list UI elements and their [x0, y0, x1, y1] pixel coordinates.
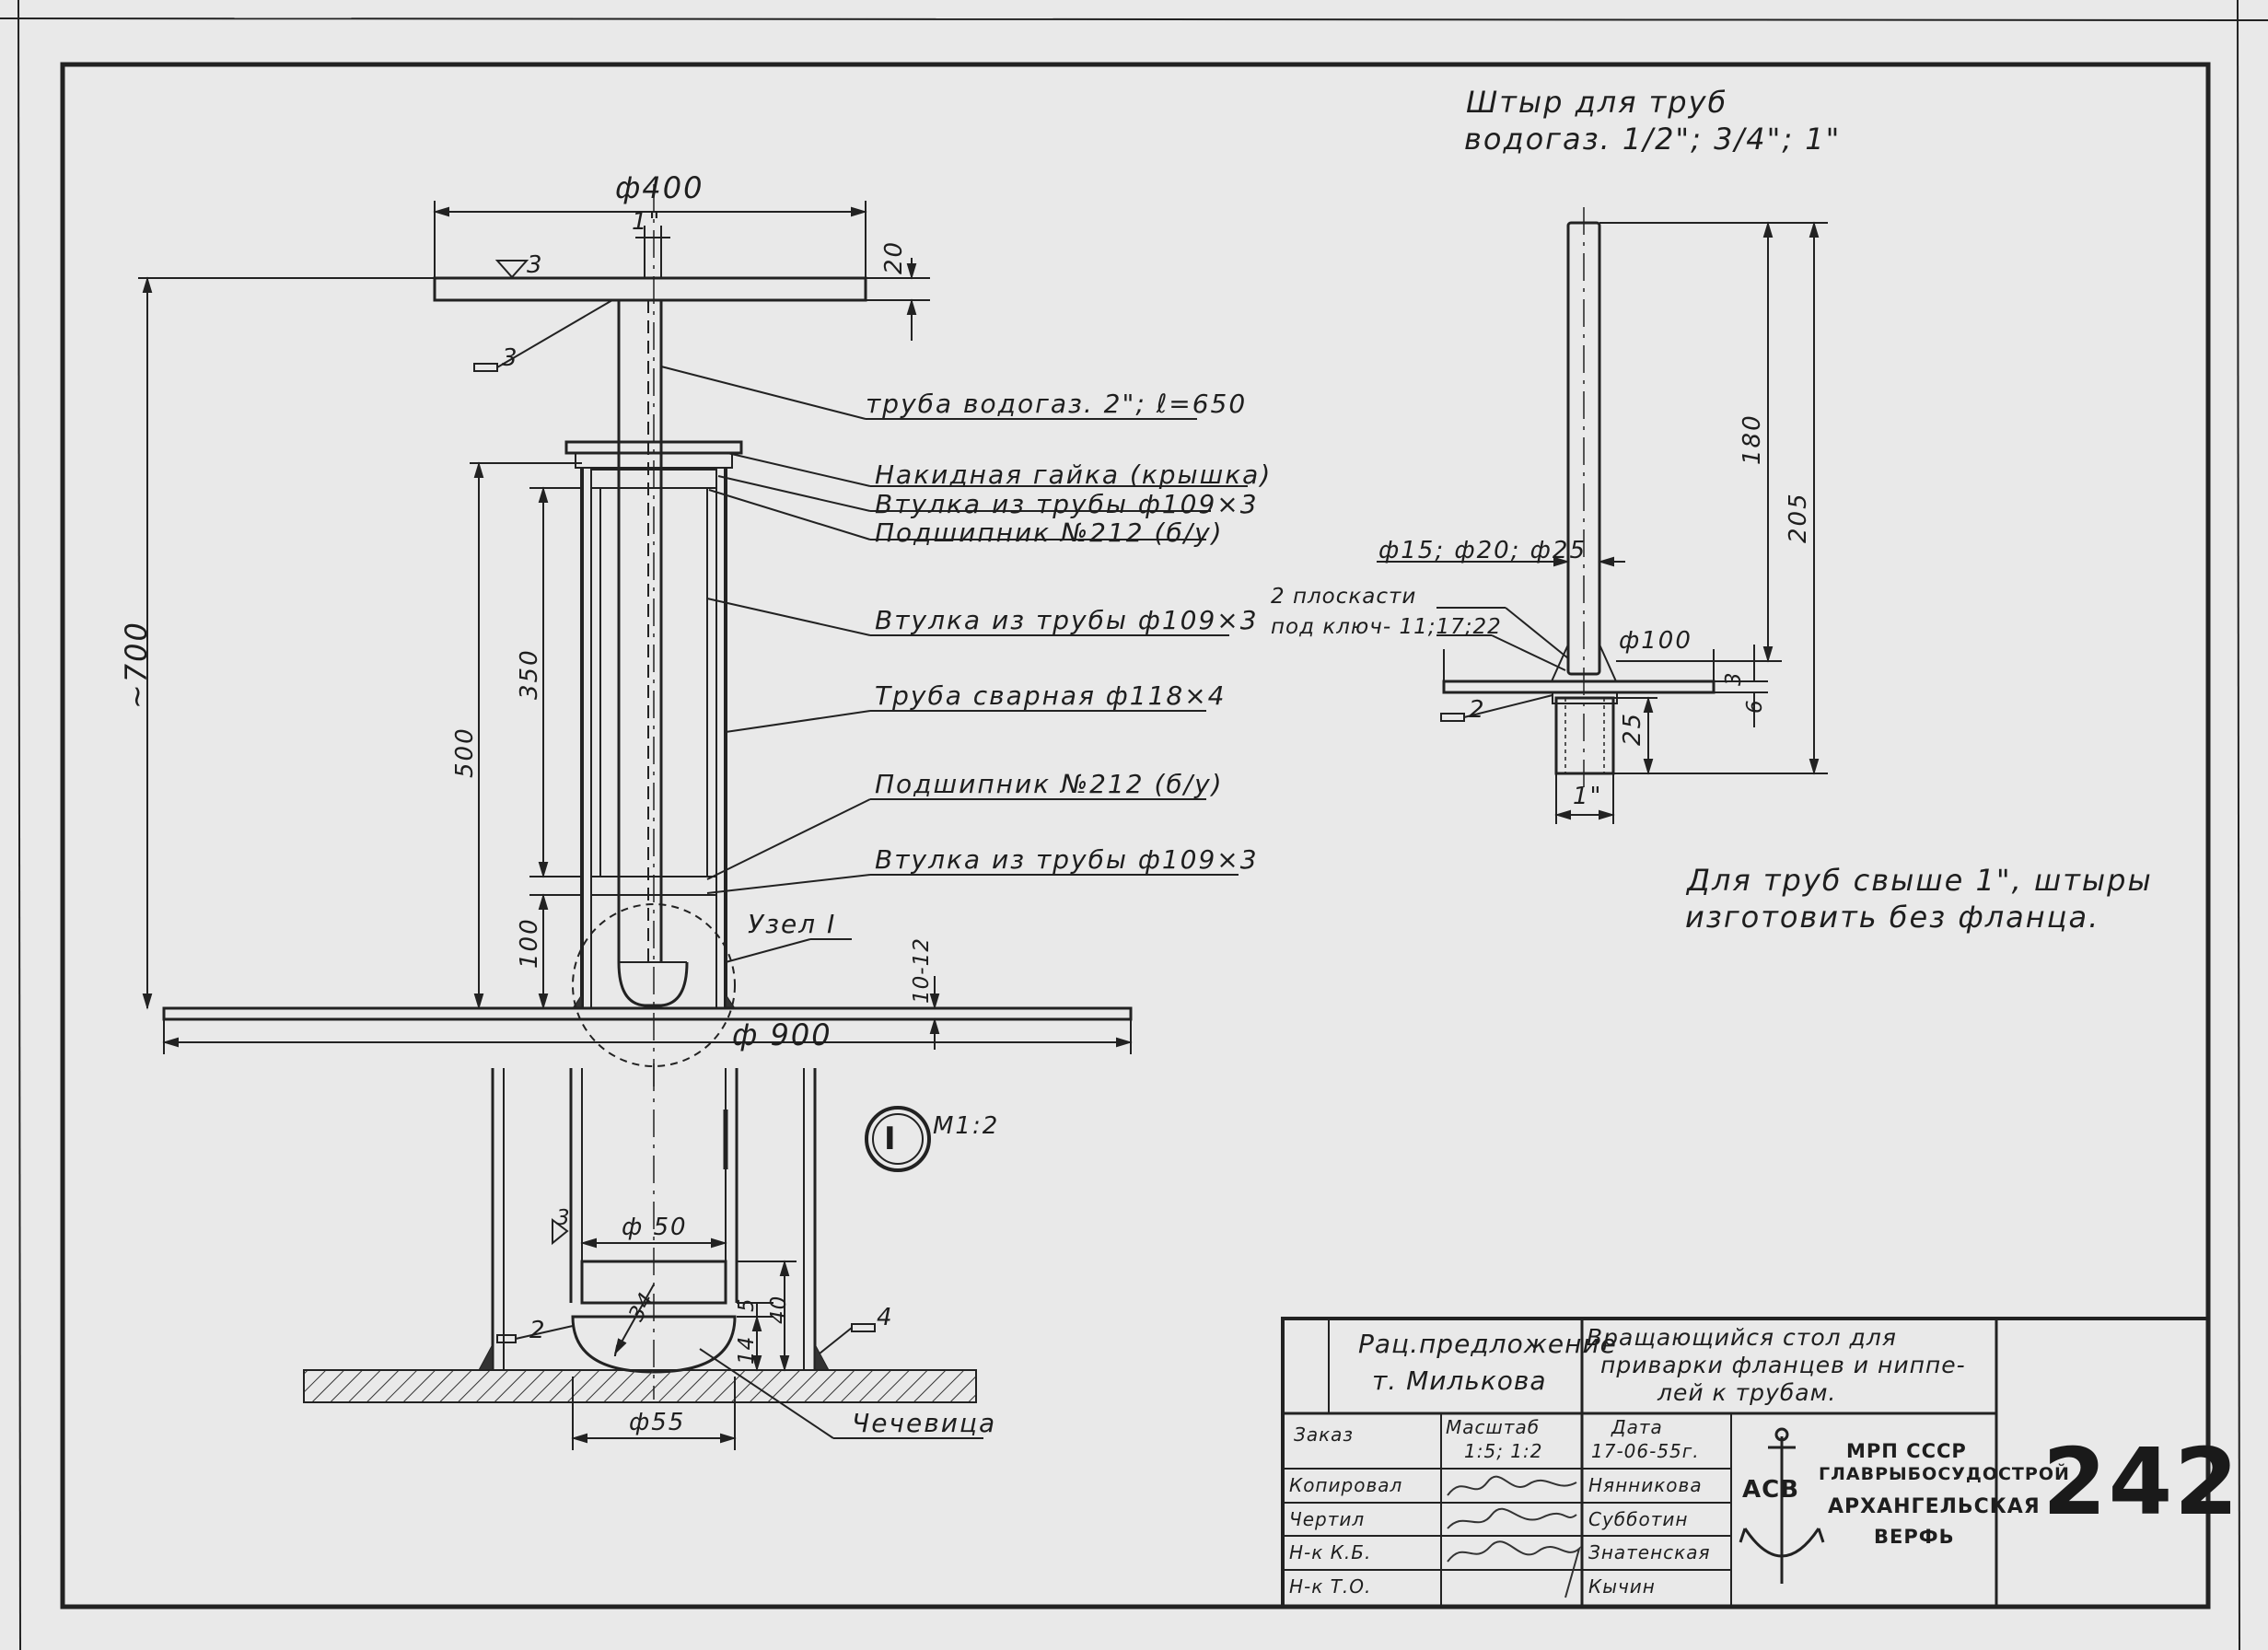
dim-top-dia: ф400 [615, 170, 704, 205]
pin-flats-2: под ключ- 11;17;22 [1271, 615, 1502, 639]
pin-title-2: водогаз. 1/2"; 3/4"; 1" [1464, 122, 1842, 157]
pin-diameters: ф15; ф20; ф25 [1378, 537, 1587, 564]
pin-dim-thread: 1" [1573, 783, 1603, 810]
proposal-line2: т. Милькова [1372, 1365, 1547, 1396]
dim-5: 5 [735, 1297, 759, 1312]
date-value: 17-06-55г. [1591, 1440, 1700, 1462]
dim-350: 350 [516, 648, 543, 700]
sheet-number: 242 [2042, 1428, 2240, 1536]
dim-500: 500 [451, 726, 479, 778]
pin-title-1: Штыр для труб [1466, 85, 1728, 120]
detail-marker: I [884, 1121, 898, 1157]
pin-weld-2: 2 [1469, 696, 1486, 724]
dim-total-height: ~700 [119, 621, 154, 709]
lens-label: Чечевица [852, 1408, 997, 1438]
detail-weld-4: 4 [877, 1304, 894, 1331]
person-drawn: Субботин [1588, 1508, 1689, 1530]
dim-14: 14 [735, 1335, 759, 1365]
org-line2: ГЛАВРЫБОСУДОСТРОЙ [1819, 1464, 2070, 1484]
dim-100: 100 [516, 917, 543, 969]
pin-note-2: изготовить без фланца. [1685, 900, 2100, 935]
order-label: Заказ [1294, 1423, 1355, 1446]
callout-pipe: труба водогаз. 2"; ℓ=650 [866, 389, 1248, 419]
pin-dim-flange: ф100 [1619, 627, 1692, 655]
callout-welded-tube: Труба сварная ф118×4 [875, 680, 1227, 711]
dim-radius-r: r [613, 1338, 623, 1362]
pin-dim-25: 25 [1619, 711, 1646, 746]
org-line1: МРП СССР [1846, 1440, 1967, 1462]
title-name-3: лей к трубам. [1657, 1379, 1837, 1406]
callout-cap-nut: Накидная гайка (крышка) [875, 459, 1273, 490]
pin-dim-205: 205 [1785, 492, 1812, 543]
detail-node-i [303, 1063, 983, 1450]
node-label: Узел I [748, 909, 837, 939]
pin-drawing [1377, 207, 1828, 824]
detail-weld-2: 2 [529, 1317, 547, 1344]
dim-base-dia: ф 900 [732, 1017, 832, 1052]
pin-flats-1: 2 плоскасти [1271, 585, 1417, 609]
role-head-kb: Н-к К.Б. [1289, 1541, 1372, 1563]
pin-dim-180: 180 [1739, 413, 1766, 465]
callout-bearing-1: Подшипник №212 (б/у) [875, 517, 1224, 548]
date-label: Дата [1611, 1416, 1663, 1438]
role-head-to: Н-к Т.О. [1289, 1575, 1372, 1598]
person-head-to: Кычин [1588, 1575, 1656, 1598]
dim-cap-dia: ф 50 [622, 1214, 688, 1241]
detail-scale: М1:2 [933, 1112, 1000, 1140]
weld-left-label: 3 [502, 344, 519, 372]
dim-plate-thickness: 20 [880, 239, 908, 274]
pin-note-1: Для труб свыше 1", штыры [1687, 863, 2153, 898]
pin-dim-3: 3 [1722, 671, 1746, 686]
verf-logo [1739, 1427, 1825, 1584]
callout-bushing-1: Втулка из трубы ф109×3 [875, 489, 1259, 519]
scale-value: 1:5; 1:2 [1464, 1440, 1543, 1462]
weld-top-label: 3 [527, 251, 544, 279]
title-block [1281, 1317, 2210, 1609]
dim-base-thickness: 10-12 [910, 937, 934, 1004]
title-name-2: приварки фланцев и ниппе- [1600, 1352, 1966, 1378]
main-assembly [138, 184, 1248, 1086]
org-line3: АРХАНГЕЛЬСКАЯ [1828, 1495, 2041, 1518]
dim-40: 40 [767, 1295, 791, 1324]
detail-weld-3: 3 [556, 1206, 571, 1230]
person-head-kb: Знатенская [1588, 1541, 1711, 1563]
person-copied: Нянникова [1588, 1474, 1703, 1496]
scale-label: Масштаб [1446, 1416, 1541, 1438]
pin-dim-6: 6 [1743, 699, 1767, 714]
dim-lens-dia: ф55 [629, 1409, 686, 1436]
dim-pipe-size: 1" [632, 208, 662, 236]
org-line4: ВЕРФЬ [1874, 1526, 1955, 1548]
signatures [1447, 1475, 1581, 1598]
callout-bearing-2: Подшипник №212 (б/у) [875, 769, 1224, 799]
proposal-line1: Рац.предложение [1358, 1329, 1617, 1359]
logo-text: АСВ [1742, 1476, 1800, 1504]
role-drawn: Чертил [1289, 1508, 1366, 1530]
role-copied: Копировал [1289, 1474, 1403, 1496]
callout-bushing-2: Втулка из трубы ф109×3 [875, 605, 1259, 635]
callout-bushing-3: Втулка из трубы ф109×3 [875, 844, 1259, 875]
title-name-1: Вращающийся стол для [1587, 1324, 1897, 1351]
